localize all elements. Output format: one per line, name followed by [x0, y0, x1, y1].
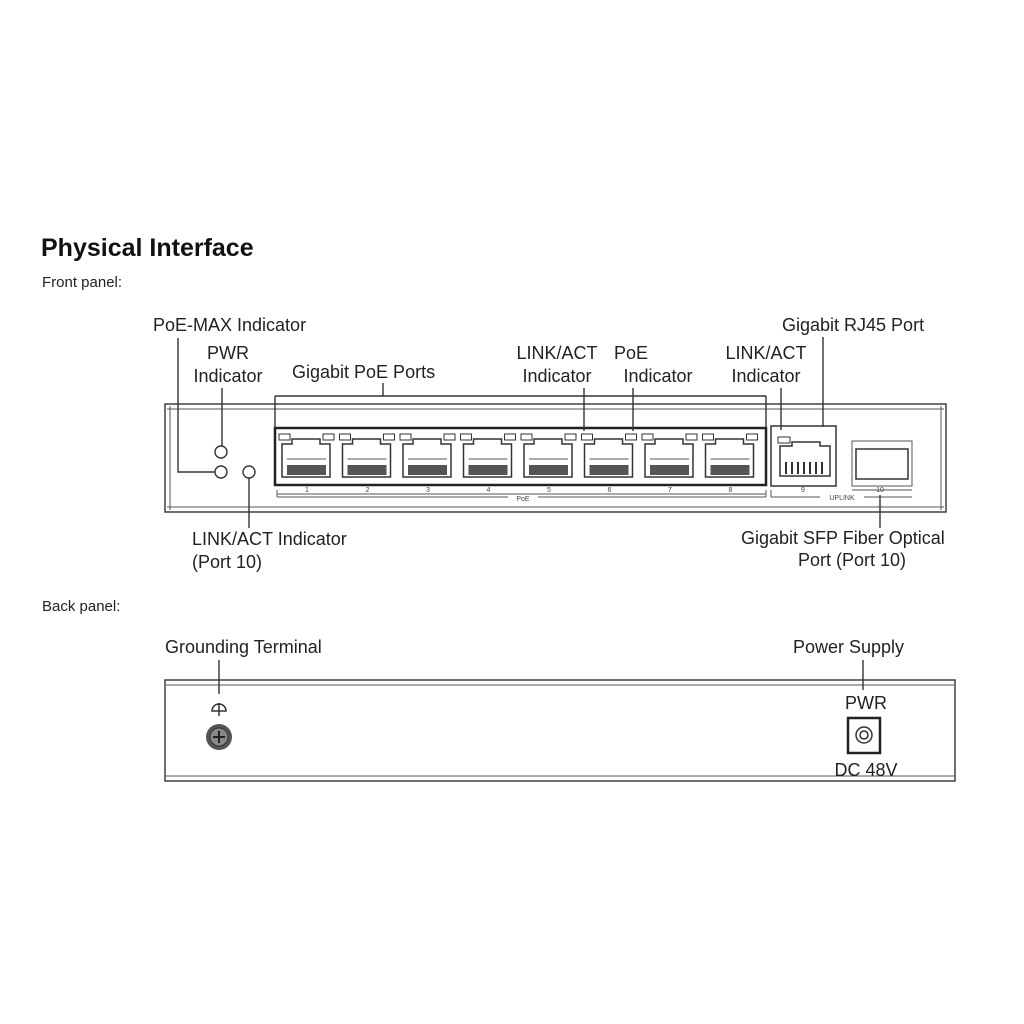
- poe-ports-label: Gigabit PoE Ports: [292, 362, 435, 382]
- power-supply-label: Power Supply: [793, 637, 904, 657]
- poe-port-3: [399, 433, 456, 478]
- ground-symbol-icon: [211, 703, 227, 716]
- port-number: 2: [366, 487, 370, 494]
- leader-lines: [177, 337, 881, 528]
- sfp-port-label-2: Port (Port 10): [798, 550, 906, 570]
- pwr-jack-label: PWR: [845, 693, 887, 713]
- port-number: 10: [876, 487, 884, 494]
- pwr-indicator-label-2: Indicator: [193, 366, 262, 386]
- port-number: 8: [729, 487, 733, 494]
- dc-power-jack-icon: [846, 716, 882, 755]
- poe-indicator-label-2: Indicator: [623, 366, 692, 386]
- linkact-indicator-label-2: Indicator: [522, 366, 591, 386]
- page-title: Physical Interface: [41, 234, 254, 262]
- port-number: 9: [801, 487, 805, 494]
- linkact-indicator-label: LINK/ACT: [516, 343, 597, 363]
- port-number: 3: [426, 487, 430, 494]
- voltage-label: DC 48V: [834, 760, 897, 780]
- port10-linkact-label: LINK/ACT Indicator: [192, 529, 347, 549]
- poe-port-6: [581, 433, 637, 478]
- sfp-port: 10: [851, 440, 913, 494]
- poe-group-label: PoE: [516, 496, 530, 503]
- poe-port-4: [460, 433, 516, 478]
- poe-port-group: PoE 1 2 3 4 5 6 7 8: [273, 395, 768, 503]
- port9-linkact-label: LINK/ACT: [725, 343, 806, 363]
- port10-linkact-label-2: (Port 10): [192, 552, 262, 572]
- poe-port-5: [520, 433, 577, 478]
- front-panel-chassis: [164, 403, 947, 513]
- rj45-uplink-port: 9 UPLINK: [770, 425, 912, 502]
- uplink-group-label: UPLINK: [829, 495, 855, 502]
- back-panel-chassis: [164, 679, 956, 782]
- sfp-port-label: Gigabit SFP Fiber Optical: [741, 528, 945, 548]
- poe-port-2: [339, 433, 395, 478]
- grounding-terminal-label: Grounding Terminal: [165, 637, 322, 657]
- front-panel-heading: Front panel:: [42, 274, 122, 291]
- pwr-indicator-label: PWR: [207, 343, 249, 363]
- port9-linkact-label-2: Indicator: [731, 366, 800, 386]
- port-number: 5: [547, 487, 551, 494]
- port-number: 6: [608, 487, 612, 494]
- poe-max-indicator-label: PoE-MAX Indicator: [153, 315, 306, 335]
- port-number: 1: [305, 487, 309, 494]
- grounding-screw-icon: [206, 724, 232, 750]
- pwr-led-icon: [214, 445, 228, 459]
- port-number: 7: [668, 487, 672, 494]
- rj45-port-label: Gigabit RJ45 Port: [782, 315, 924, 335]
- poe-port-7: [641, 433, 698, 478]
- poe-indicator-label: PoE: [614, 343, 648, 363]
- poe-max-led-icon: [214, 465, 228, 479]
- poe-port-8: [702, 433, 758, 478]
- port-number: 4: [487, 487, 491, 494]
- back-panel-heading: Back panel:: [42, 598, 120, 615]
- port10-linkact-led-icon: [242, 465, 256, 479]
- poe-port-1: [278, 433, 335, 478]
